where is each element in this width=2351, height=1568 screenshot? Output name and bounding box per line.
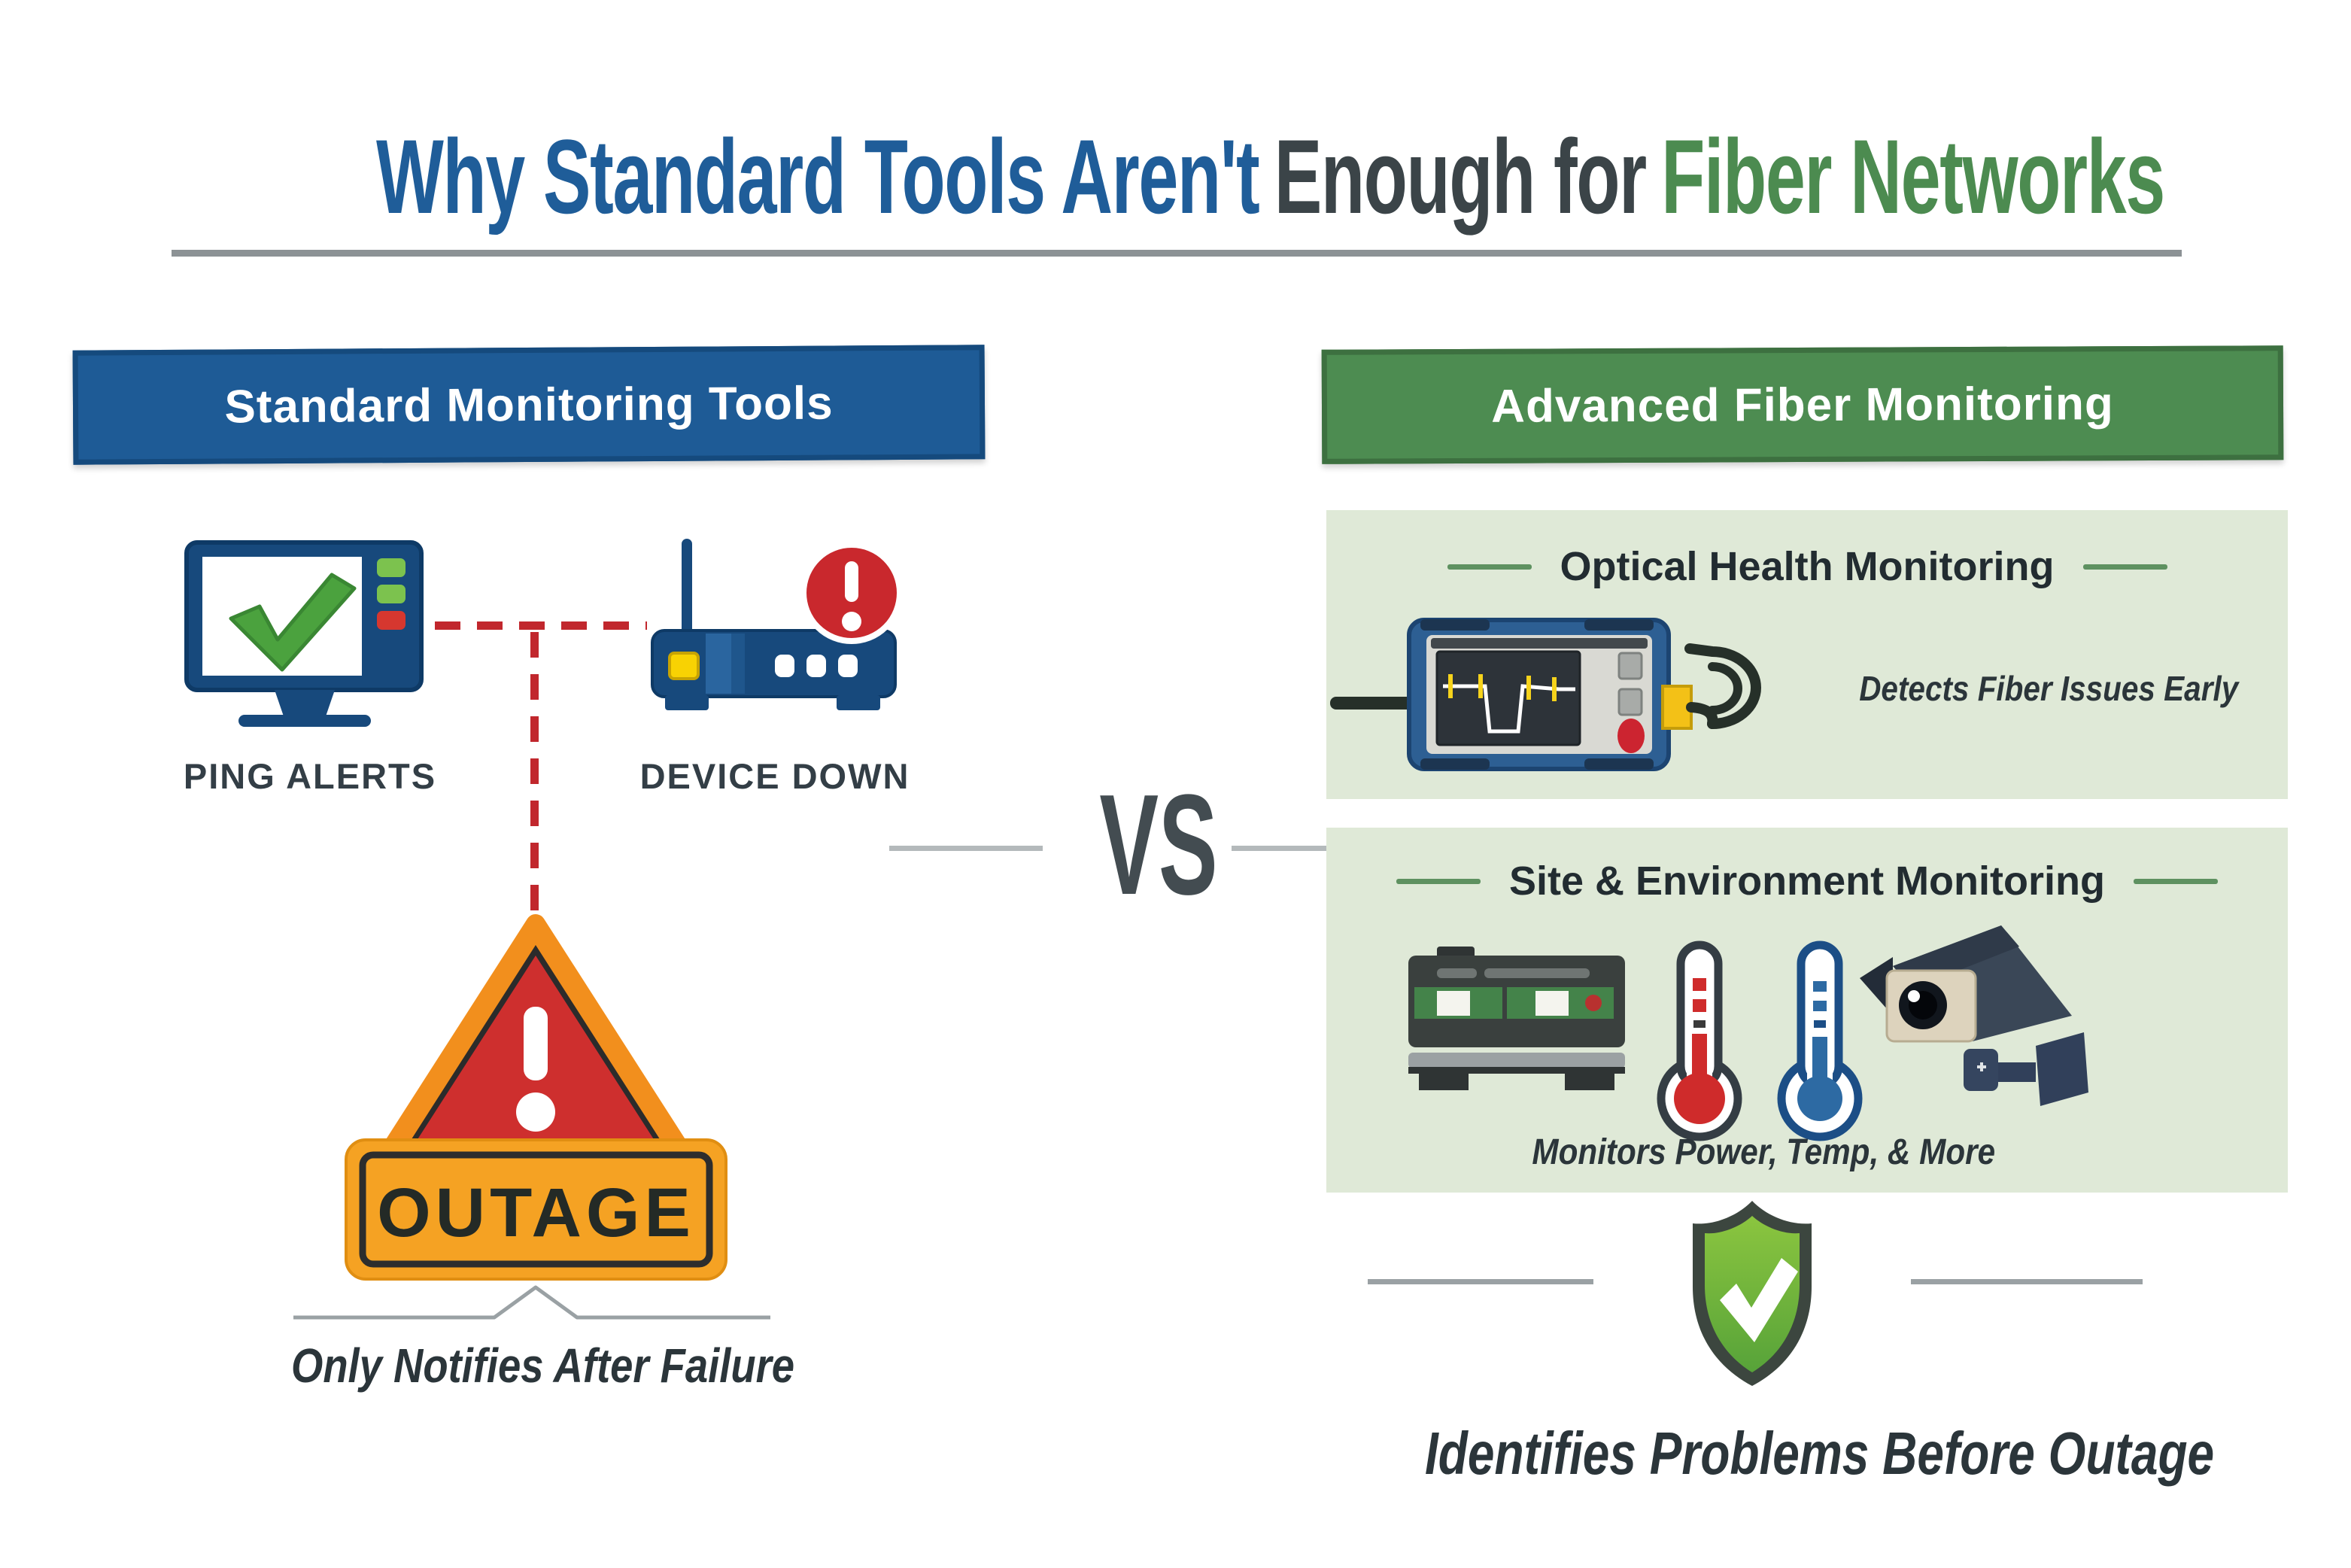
header-dash-right-icon xyxy=(2082,564,2167,570)
thermometer-hot-icon xyxy=(1657,940,1742,1141)
router-down-icon xyxy=(651,539,903,710)
title-segment-blue: Why Standard Tools Aren't xyxy=(376,117,1260,236)
dashed-connector-vertical xyxy=(530,632,539,927)
brace-divider xyxy=(293,1285,770,1320)
right-column-footer-caption: Identifies Problems Before Outage xyxy=(1425,1420,2215,1487)
right-column-banner: Advanced Fiber Monitoring xyxy=(1321,345,2284,464)
vs-line-left xyxy=(889,846,1043,851)
site-environment-title: Site & Environment Monitoring xyxy=(1509,858,2105,904)
optical-health-header-row: Optical Health Monitoring xyxy=(1326,543,2288,590)
site-environment-header-row: Site & Environment Monitoring xyxy=(1326,858,2288,904)
security-camera-icon xyxy=(1860,925,2088,1106)
thermometer-cold-icon xyxy=(1777,940,1863,1141)
shield-line-left xyxy=(1368,1279,1593,1284)
vs-line-right xyxy=(1232,846,1326,851)
alert-exclamation-icon xyxy=(800,542,903,644)
left-column-caption: Only Notifies After Failure xyxy=(291,1339,795,1393)
ping-alerts-label: PING ALERTS xyxy=(183,756,437,796)
shield-check-icon xyxy=(1693,1201,1812,1386)
header-dash-left-icon xyxy=(1447,564,1532,570)
outage-warning-icon xyxy=(345,914,727,1281)
site-environment-caption: Monitors Power, Temp, & More xyxy=(1532,1132,1996,1172)
dashed-connector-horizontal xyxy=(435,621,647,630)
monitor-check-icon xyxy=(184,540,424,727)
otdr-tester-icon xyxy=(1330,618,1761,771)
title-underline xyxy=(172,250,2182,257)
optical-health-title: Optical Health Monitoring xyxy=(1560,544,2055,589)
shield-line-right xyxy=(1911,1279,2143,1284)
outage-sign-text: OUTAGE xyxy=(377,1174,695,1251)
generator-icon xyxy=(1408,947,1625,1090)
right-column-header: Advanced Fiber Monitoring xyxy=(1491,377,2114,433)
optical-health-caption: Detects Fiber Issues Early xyxy=(1859,669,2239,708)
left-column-header: Standard Monitoring Tools xyxy=(224,377,834,433)
title-segment-green: Fiber Networks xyxy=(1661,117,2165,236)
vs-label: VS xyxy=(1099,765,1218,925)
header-dash-right-icon xyxy=(2134,878,2218,884)
device-down-label: DEVICE DOWN xyxy=(639,756,910,796)
title-segment-dark: Enough for xyxy=(1274,117,1647,236)
left-column-banner: Standard Monitoring Tools xyxy=(72,345,986,465)
header-dash-left-icon xyxy=(1396,878,1481,884)
